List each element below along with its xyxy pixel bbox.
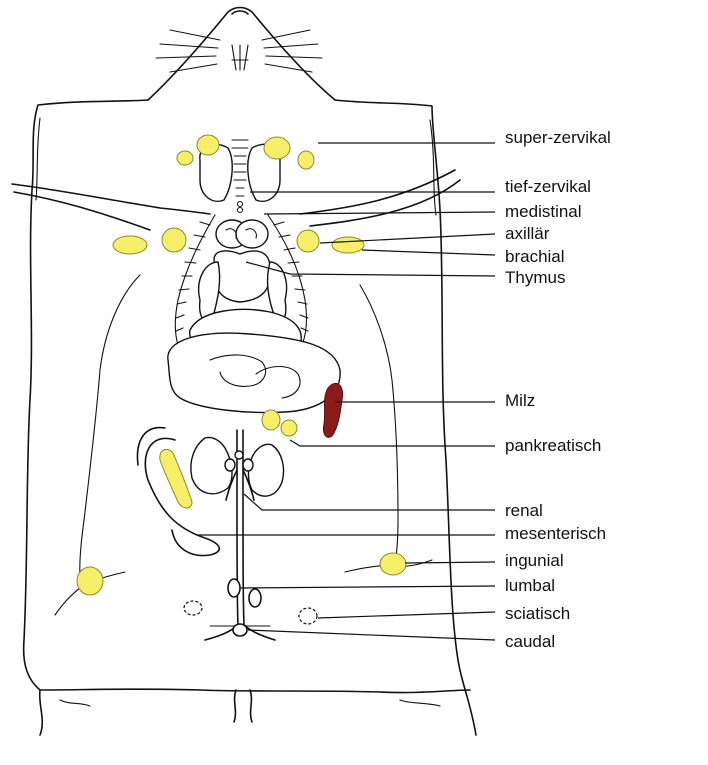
label-caudal: caudal: [505, 632, 555, 652]
lymph-node-brachial-left: [113, 236, 147, 254]
lymph-node-super-zervikal-left: [197, 135, 219, 155]
lymph-node-axillaer-left: [162, 228, 186, 252]
thoracic-organs: [190, 220, 302, 349]
lymph-node-lumbal-left: [228, 579, 240, 597]
label-mesenterisch: mesenterisch: [505, 524, 606, 544]
lymph-node-mesenterisch: [160, 449, 192, 508]
lymph-node-ingunial-right: [380, 553, 406, 575]
lymph-node-sciatisch-right: [299, 608, 317, 624]
label-brachial: brachial: [505, 247, 565, 267]
label-thymus: Thymus: [505, 268, 565, 288]
lymph-node-sciatisch-left: [184, 601, 202, 615]
lymph-node-caudal: [233, 624, 247, 636]
lymph-node-pankreatisch-2: [281, 420, 297, 436]
label-axillaer: axillär: [505, 224, 549, 244]
label-milz: Milz: [505, 391, 535, 411]
lymph-node-lumbal-right: [249, 589, 261, 607]
pelt-outline: [24, 100, 476, 735]
abdominal-organs: [168, 333, 340, 412]
lymph-node-tief-zervikal-right: [298, 151, 314, 169]
label-ingunial: ingunial: [505, 551, 564, 571]
label-renal: renal: [505, 501, 543, 521]
label-medistinal: medistinal: [505, 202, 582, 222]
label-lumbal: lumbal: [505, 576, 555, 596]
mouse-head: [148, 8, 335, 101]
lymph-node-brachial-right: [332, 237, 364, 253]
lymph-node-pankreatisch-1: [262, 410, 280, 430]
label-pankreatisch: pankreatisch: [505, 436, 601, 456]
label-sciatisch: sciatisch: [505, 604, 570, 624]
lymph-node-ingunial-left: [77, 567, 103, 595]
lymph-node-axillaer-right: [297, 230, 319, 252]
label-super-zervikal: super-zervikal: [505, 128, 611, 148]
lymph-node-super-zervikal-right: [264, 137, 290, 159]
lymph-node-tief-zervikal-left: [177, 151, 193, 165]
spleen: [323, 383, 342, 437]
label-tief-zervikal: tief-zervikal: [505, 177, 591, 197]
